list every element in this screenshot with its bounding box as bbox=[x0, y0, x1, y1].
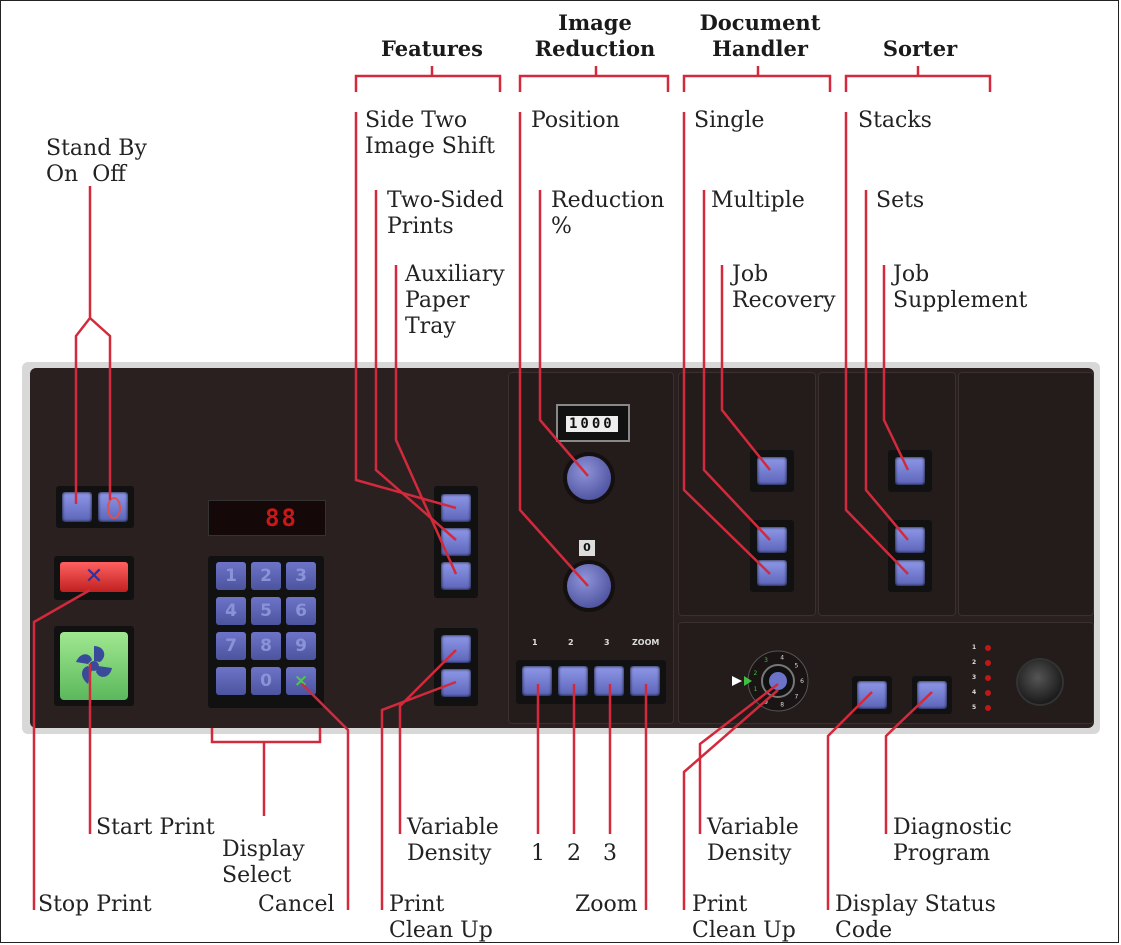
keypad-key[interactable]: 9 bbox=[286, 632, 316, 660]
reduction-counter: 1000 bbox=[556, 404, 630, 442]
dial-number: 1 bbox=[754, 686, 758, 693]
keypad-key[interactable]: 4 bbox=[216, 597, 246, 625]
status-led-number: 5 bbox=[972, 704, 977, 711]
diagnostic-program-label: Diagnostic Program bbox=[893, 815, 1012, 866]
keypad-key[interactable]: 1 bbox=[216, 562, 246, 590]
cancel-label: Cancel bbox=[258, 892, 335, 917]
reduction-indicator-value: 0 bbox=[583, 541, 591, 554]
multiple-label: Multiple bbox=[711, 188, 805, 213]
auxiliary-paper-tray-label: Auxiliary Paper Tray bbox=[405, 262, 505, 339]
side-two-image-shift-label: Side Two Image Shift bbox=[365, 108, 496, 159]
print-clean-up-label-2: Print Clean Up bbox=[692, 892, 796, 943]
stop-print-label: Stop Print bbox=[38, 892, 152, 917]
close-icon: ✕ bbox=[84, 564, 104, 589]
keypad-key[interactable]: 3 bbox=[286, 562, 316, 590]
reduction-indicator: 0 bbox=[579, 540, 595, 556]
preset-label: ZOOM bbox=[632, 638, 660, 647]
fan-icon bbox=[76, 646, 112, 684]
power-off-icon bbox=[107, 497, 121, 519]
display-select-label: Display Select bbox=[222, 837, 305, 888]
job-recovery-label: Job Recovery bbox=[732, 262, 836, 313]
dial-number: 9 bbox=[764, 699, 768, 706]
digit-display: 88 bbox=[208, 500, 326, 536]
single-label: Single bbox=[694, 108, 765, 133]
preset-label: 3 bbox=[604, 638, 610, 647]
display-status-code-button[interactable] bbox=[857, 681, 887, 709]
key-lock[interactable] bbox=[1018, 660, 1062, 704]
preset-label: 1 bbox=[532, 638, 538, 647]
job-supplement-button[interactable] bbox=[895, 457, 925, 485]
status-led bbox=[985, 660, 991, 666]
two-sided-prints-label: Two-Sided Prints bbox=[387, 188, 504, 239]
document-handler-header: Document Handler bbox=[699, 10, 821, 61]
display-status-code-label: Display Status Code bbox=[835, 892, 996, 943]
blank-section bbox=[958, 372, 1094, 616]
auxiliary-paper-tray-button[interactable] bbox=[441, 562, 471, 590]
status-led bbox=[985, 705, 991, 711]
dial-number: 3 bbox=[764, 657, 768, 664]
keypad-key[interactable]: 8 bbox=[251, 632, 281, 660]
dial-number: 2 bbox=[754, 670, 758, 677]
blank-key[interactable] bbox=[216, 667, 246, 695]
dial-number: 7 bbox=[794, 693, 798, 700]
display-digits: 88 bbox=[265, 504, 298, 532]
variable-density-label-2: Variable Density bbox=[707, 815, 799, 866]
zoom-label: Zoom bbox=[575, 892, 638, 917]
status-led-number: 3 bbox=[972, 674, 977, 681]
keypad-key[interactable]: 6 bbox=[286, 597, 316, 625]
reduction-1-label: 1 bbox=[531, 841, 545, 866]
counter-value: 1000 bbox=[566, 416, 618, 432]
job-supplement-label: Job Supplement bbox=[893, 262, 1028, 313]
dial-number: 5 bbox=[794, 663, 798, 670]
status-led-number: 4 bbox=[972, 689, 977, 696]
stop-print-button[interactable]: ✕ bbox=[60, 562, 128, 592]
status-led-number: 2 bbox=[972, 659, 977, 666]
position-label: Position bbox=[531, 108, 620, 133]
variable-density-label-1: Variable Density bbox=[407, 815, 499, 866]
dial-number: 6 bbox=[800, 678, 804, 685]
keypad-key[interactable]: 0 bbox=[251, 667, 281, 695]
sorter-header: Sorter bbox=[882, 36, 958, 61]
keypad-key[interactable]: 7 bbox=[216, 632, 246, 660]
sorter-section bbox=[818, 372, 956, 616]
position-knob[interactable] bbox=[567, 456, 611, 500]
preset-label: 2 bbox=[568, 638, 574, 647]
stand-by-label: Stand By On Off bbox=[46, 136, 147, 187]
diagnostic-program-button[interactable] bbox=[917, 681, 947, 709]
stacks-label: Stacks bbox=[858, 108, 932, 133]
print-clean-up-label-1: Print Clean Up bbox=[389, 892, 493, 943]
keypad-key[interactable]: 2 bbox=[251, 562, 281, 590]
dial-number: 4 bbox=[780, 654, 784, 661]
reduction-3-label: 3 bbox=[603, 841, 617, 866]
reduction-percent-label: Reduction % bbox=[551, 188, 665, 239]
dial-number: 8 bbox=[780, 702, 784, 709]
sets-label: Sets bbox=[876, 188, 925, 213]
start-print-button[interactable] bbox=[60, 632, 128, 700]
standby-off-button[interactable] bbox=[98, 492, 128, 522]
status-led bbox=[985, 675, 991, 681]
keypad-key[interactable]: 5 bbox=[251, 597, 281, 625]
reduction-2-label: 2 bbox=[567, 841, 581, 866]
status-led-number: 1 bbox=[972, 644, 977, 651]
single-button[interactable] bbox=[757, 560, 787, 586]
features-header: Features bbox=[381, 36, 483, 61]
status-led bbox=[985, 645, 991, 651]
image-reduction-header: Image Reduction bbox=[534, 10, 656, 61]
start-print-label: Start Print bbox=[96, 815, 215, 840]
status-led bbox=[985, 690, 991, 696]
